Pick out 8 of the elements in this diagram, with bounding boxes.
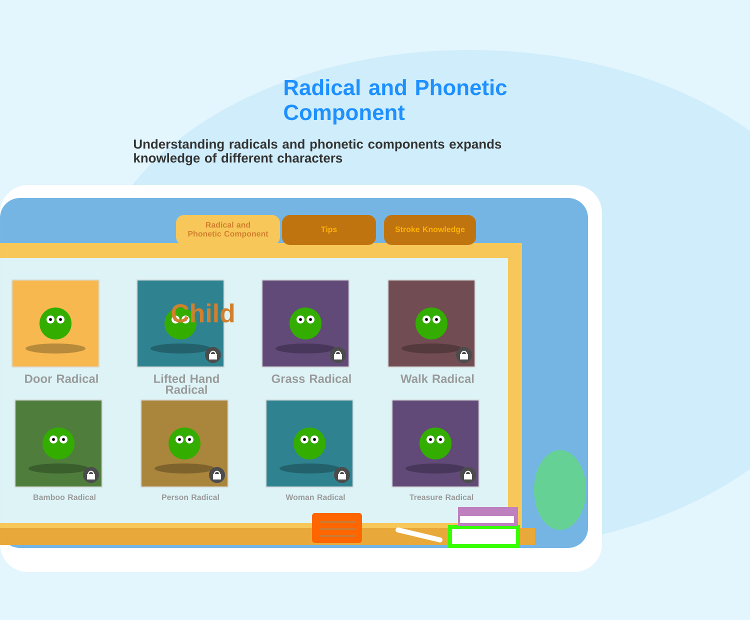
card-caption: Walk Radical: [400, 374, 474, 383]
card-caption: Door Radical: [25, 374, 98, 383]
card-caption: Lifted Hand Radical: [154, 374, 219, 394]
subtitle: Understanding radicals and phonetic components expands knowledge of different characters: [134, 139, 502, 166]
overlay-text: Child: [172, 303, 234, 322]
title: Radical and Phonetic Component: [284, 79, 507, 125]
card-caption: Grass Radical: [272, 374, 351, 383]
radical-card: [12, 279, 100, 368]
